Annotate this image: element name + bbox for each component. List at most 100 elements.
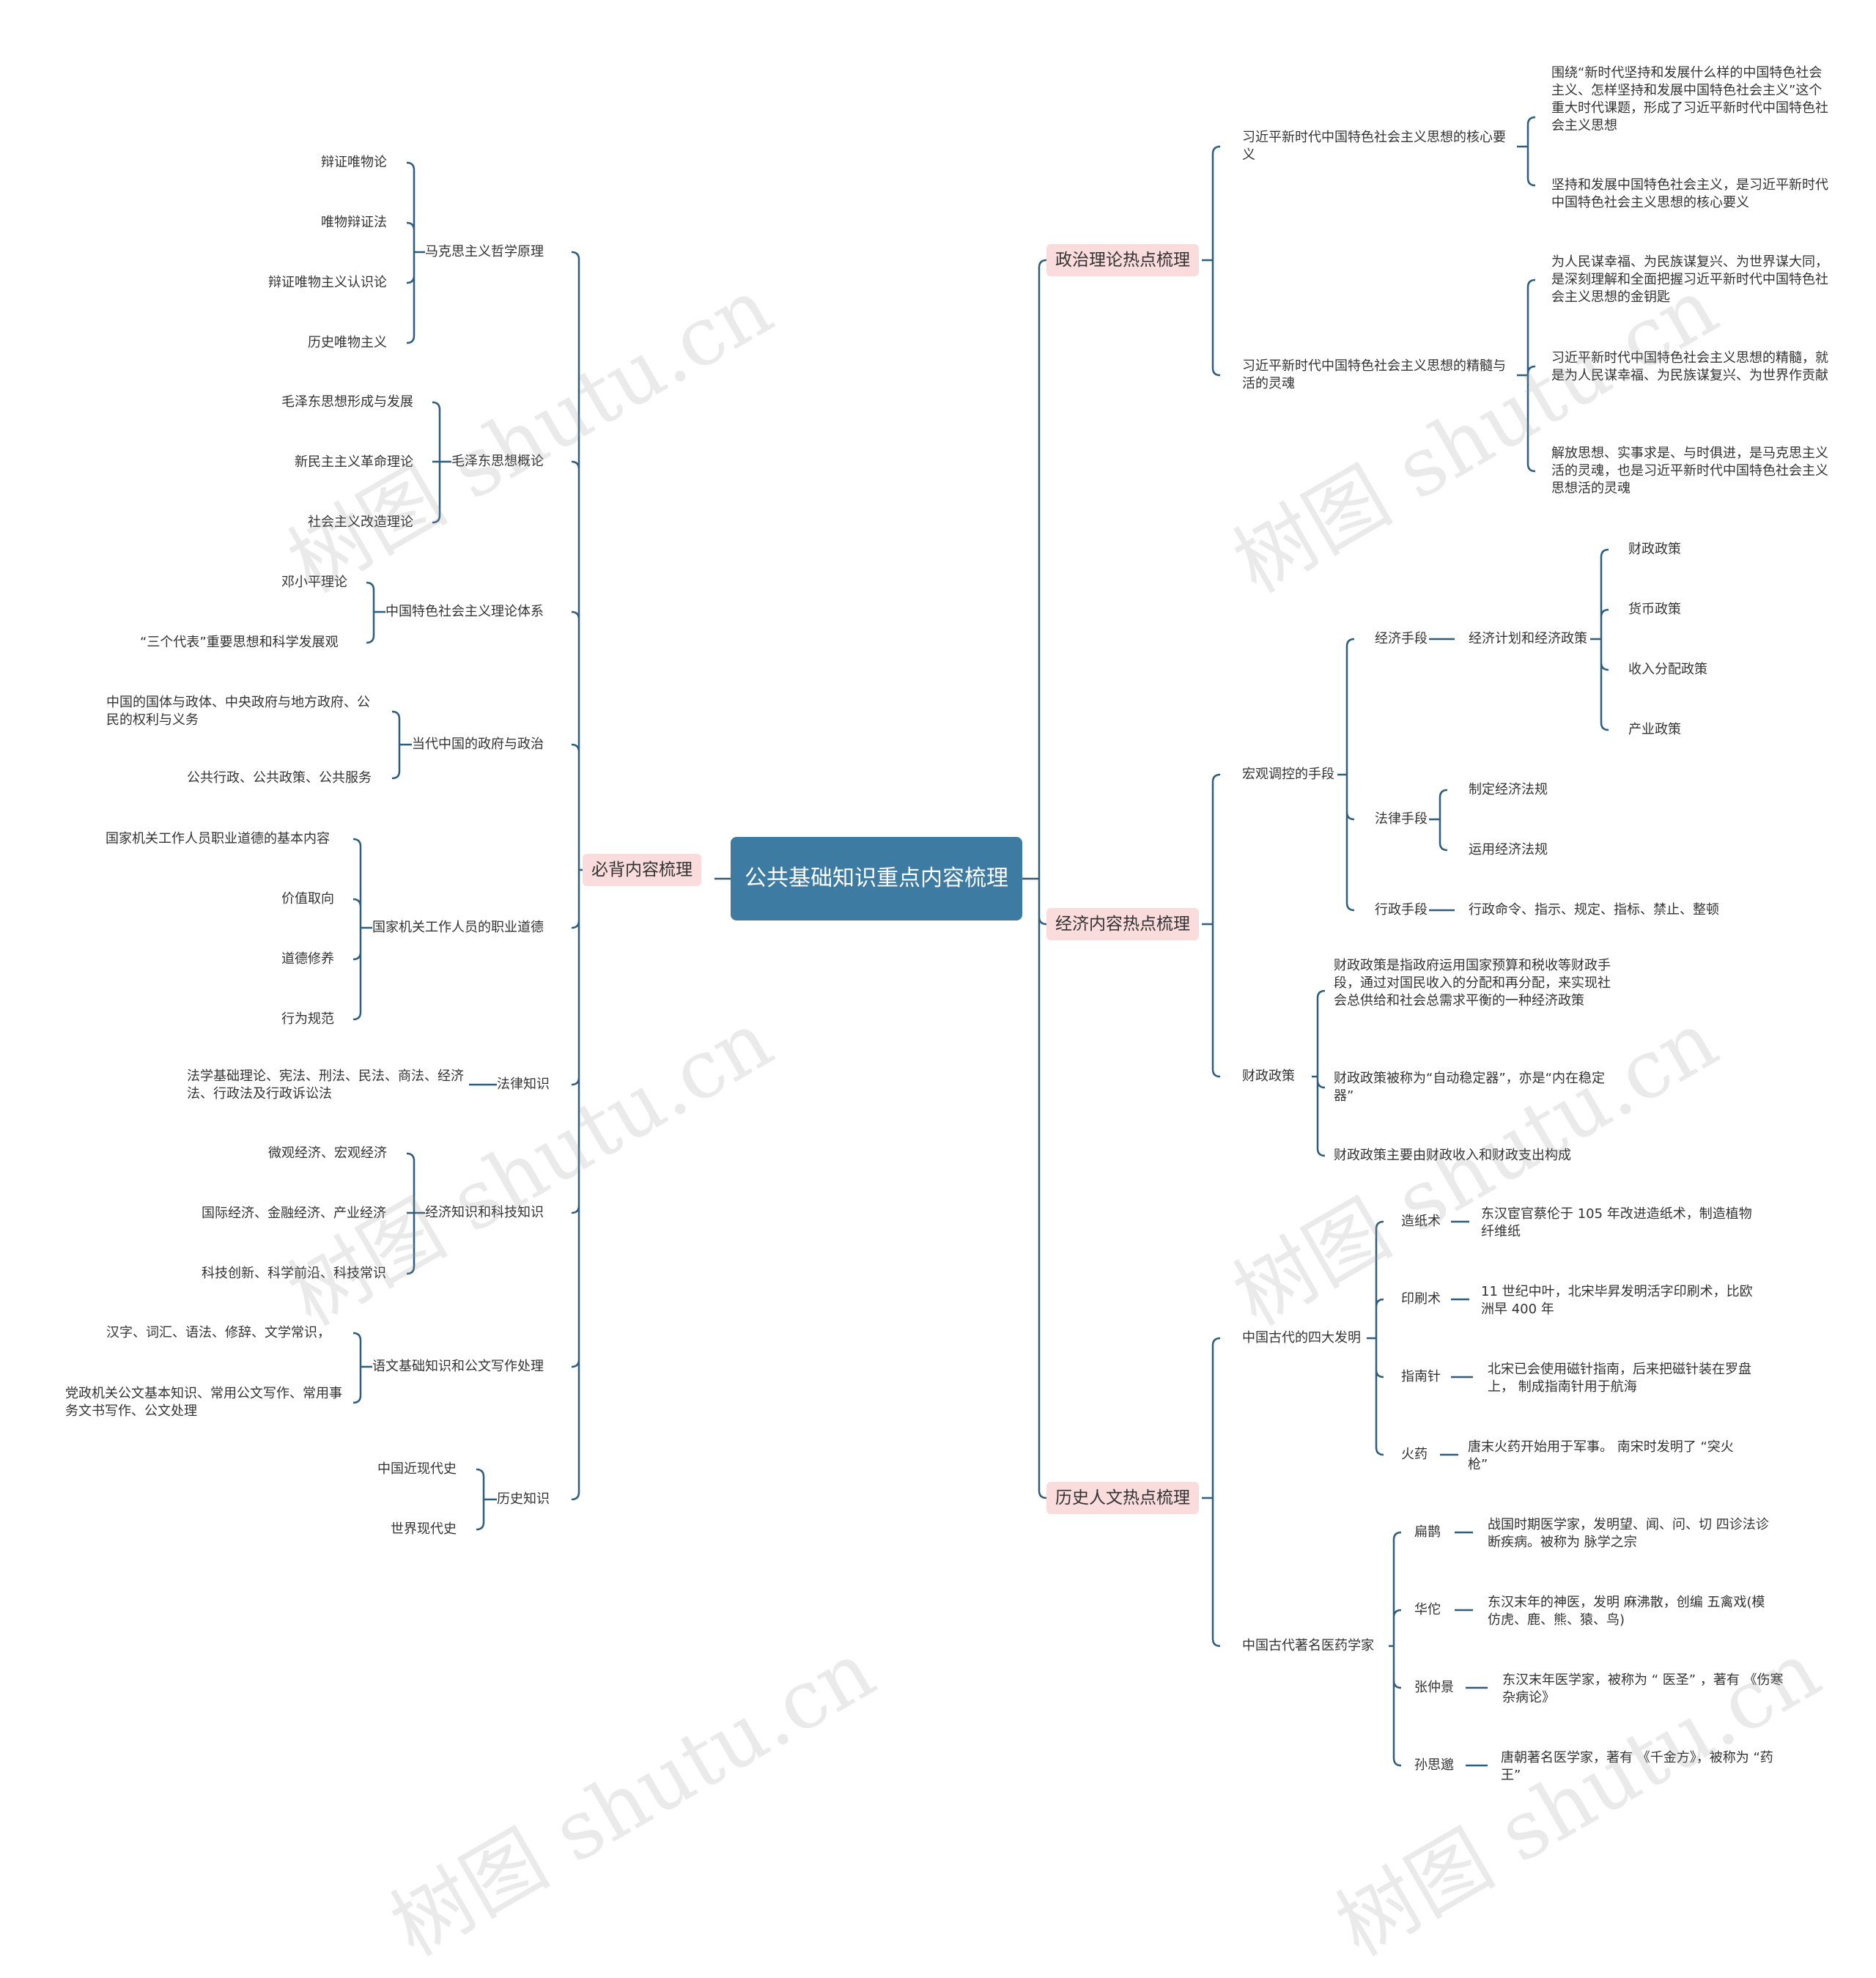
topic-economy-hotspots[interactable]: 经济内容热点梳理 (1046, 908, 1199, 940)
links-physicians (1389, 1531, 1402, 1767)
topic-chinese-writing[interactable]: 语文基础知识和公文写作处理 (372, 1359, 544, 1374)
topic-history-culture[interactable]: 历史人文热点梳理 (1046, 1482, 1199, 1514)
links-government (391, 710, 412, 780)
topic-zhang-zhongjing[interactable]: 张仲景 (1414, 1680, 1454, 1695)
leaf-public-administration[interactable]: 公共行政、公共政策、公共服务 (187, 770, 372, 786)
leaf-hua-tuo[interactable]: 东汉末年的神医，发明 麻沸散，创编 五禽戏(模仿虎、鹿、熊、猿、鸟) (1488, 1595, 1765, 1628)
leaf-official-documents[interactable]: 党政机关公文基本知识、常用公文写作、常用事务文书写作、公文处理 (65, 1386, 342, 1419)
leaf-socialist-transformation[interactable]: 社会主义改造理论 (308, 514, 413, 530)
topic-four-inventions[interactable]: 中国古代的四大发明 (1242, 1330, 1361, 1346)
leaf-materialist-dialectics[interactable]: 唯物辩证法 (321, 215, 387, 230)
links-political (1202, 145, 1221, 377)
links-mao (432, 401, 451, 524)
links-economy (406, 1152, 425, 1275)
topic-economy-technology[interactable]: 经济知识和科技知识 (425, 1205, 544, 1220)
topic-economic-plan-policy[interactable]: 经济计划和经济政策 (1469, 631, 1587, 646)
links-legal (1429, 789, 1448, 852)
leaf-administrative-orders[interactable]: 行政命令、指示、规定、指标、禁止、整顿 (1469, 902, 1719, 918)
connector-lines (352, 116, 1609, 1767)
leaf-tech-innovation[interactable]: 科技创新、科学前沿、科技常识 (202, 1266, 386, 1281)
topic-professional-ethics[interactable]: 国家机关工作人员的职业道德 (372, 920, 544, 935)
leaf-value-orientation[interactable]: 价值取向 (281, 891, 334, 907)
topic-bian-que[interactable]: 扁鹊 (1414, 1524, 1441, 1540)
leaf-gunpowder[interactable]: 唐末火药开始用于军事。 南宋时发明了 “突火枪” (1468, 1439, 1734, 1472)
leaf-law-subjects[interactable]: 法学基础理论、宪法、刑法、民法、商法、经济法、行政法及行政诉讼法 (187, 1069, 464, 1101)
links-chinese (352, 1332, 372, 1404)
topic-sun-simiao[interactable]: 孙思邈 (1414, 1757, 1454, 1773)
topic-fiscal-policy[interactable]: 财政政策 (1242, 1069, 1295, 1084)
topic-marxist-philosophy[interactable]: 马克思主义哲学原理 (425, 244, 544, 259)
links-plan-policy (1590, 548, 1609, 731)
leaf-modern-world-history[interactable]: 世界现代史 (391, 1521, 457, 1537)
topic-must-memorize[interactable]: 必背内容梳理 (583, 854, 701, 886)
topic-gunpowder[interactable]: 火药 (1401, 1447, 1428, 1462)
topic-famous-physicians[interactable]: 中国古代著名医药学家 (1242, 1638, 1374, 1653)
topic-papermaking[interactable]: 造纸术 (1401, 1214, 1441, 1229)
topic-economic-means[interactable]: 经济手段 (1375, 631, 1428, 646)
leaf-papermaking[interactable]: 东汉宦官蔡伦于 105 年改进造纸术，制造植物纤维纸 (1481, 1206, 1752, 1239)
leaf-state-system[interactable]: 中国的国体与政体、中央政府与地方政府、公民的权利与义务 (106, 695, 370, 728)
links-quintessence (1517, 278, 1536, 473)
leaf-three-represents[interactable]: “三个代表”重要思想和科学发展观 (140, 635, 339, 650)
links-macro (1337, 638, 1355, 912)
root-links-right (1022, 259, 1047, 1499)
leaf-ethics-basics[interactable]: 国家机关工作人员职业道德的基本内容 (106, 831, 330, 846)
topic-legal-means[interactable]: 法律手段 (1375, 811, 1428, 827)
leaf-modern-chinese-history[interactable]: 中国近现代史 (377, 1461, 457, 1477)
leaf-zhang-zhongjing[interactable]: 东汉末年医学家，被称为 “ 医圣” ，著有 《伤寒杂病论》 (1502, 1672, 1784, 1705)
topic-hua-tuo[interactable]: 华佗 (1414, 1602, 1441, 1617)
links-history-hot (1202, 1337, 1221, 1647)
topic-core-essence[interactable]: 习近平新时代中国特色社会主义思想的核心要义 (1242, 130, 1506, 163)
topic-printing[interactable]: 印刷术 (1401, 1291, 1441, 1307)
leaf-quintessence-1[interactable]: 为人民谋幸福、为民族谋复兴、为世界谋大同，是深刻理解和全面把握习近平新时代中国特… (1551, 254, 1828, 305)
topic-law-knowledge[interactable]: 法律知识 (497, 1077, 550, 1092)
leaf-quintessence-3[interactable]: 解放思想、实事求是、与时俱进，是马克思主义活的灵魂，也是习近平新时代中国特色社会… (1551, 446, 1828, 496)
links-inventions (1367, 1220, 1384, 1456)
leaf-fiscal-composition[interactable]: 财政政策主要由财政收入和财政支出构成 (1334, 1148, 1571, 1163)
leaf-monetary-policy[interactable]: 货币政策 (1628, 602, 1681, 617)
topic-administrative-means[interactable]: 行政手段 (1375, 902, 1428, 918)
links-economy-hot (1202, 773, 1221, 1078)
leaf-chinese-basics[interactable]: 汉字、词汇、语法、修辞、文学常识， (106, 1325, 330, 1340)
leaf-dialectical-materialism[interactable]: 辩证唯物论 (321, 155, 387, 170)
leaf-compass[interactable]: 北宋已会使用磁针指南，后来把磁针装在罗盘上， 制成指南针用于航海 (1488, 1362, 1751, 1395)
leaf-core-2[interactable]: 坚持和发展中国特色社会主义，是习近平新时代中国特色社会主义思想的核心要义 (1551, 177, 1828, 210)
leaf-micro-macro-economics[interactable]: 微观经济、宏观经济 (268, 1145, 387, 1161)
leaf-epistemology[interactable]: 辩证唯物主义认识论 (268, 275, 387, 290)
links-history (476, 1468, 497, 1531)
leaf-fiscal-policy[interactable]: 财政政策 (1628, 542, 1681, 557)
root-topic[interactable]: 公共基础知识重点内容梳理 (731, 837, 1022, 920)
topic-contemporary-government[interactable]: 当代中国的政府与政治 (412, 737, 544, 752)
leaf-fiscal-definition[interactable]: 财政政策是指政府运用国家预算和税收等财政手段，通过对国民收入的分配和再分配，来实… (1334, 958, 1611, 1008)
leaf-core-1[interactable]: 围绕“新时代坚持和发展什么样的中国特色社会主义、怎样坚持和发展中国特色社会主义”… (1551, 65, 1828, 133)
leaf-new-democratic-revolution[interactable]: 新民主主义革命理论 (295, 454, 413, 470)
leaf-bian-que[interactable]: 战国时期医学家，发明望、闻、问、切 四诊法诊断疾病。被称为 脉学之宗 (1488, 1517, 1769, 1550)
leaf-apply-regulations[interactable]: 运用经济法规 (1469, 842, 1548, 857)
leaf-industrial-policy[interactable]: 产业政策 (1628, 722, 1681, 737)
leaf-printing[interactable]: 11 世纪中叶，北宋毕昇发明活字印刷术，比欧洲早 400 年 (1481, 1284, 1753, 1317)
links-must-memorize (571, 251, 583, 1501)
leaf-fiscal-stabilizer[interactable]: 财政政策被称为“自动稳定器”，亦是“内在稳定器” (1334, 1071, 1605, 1104)
topic-socialism-theory[interactable]: 中国特色社会主义理论体系 (385, 604, 544, 619)
leaf-mao-formation[interactable]: 毛泽东思想形成与发展 (281, 394, 413, 410)
links-marxism (406, 161, 425, 344)
leaf-international-finance[interactable]: 国际经济、金融经济、产业经济 (202, 1206, 386, 1221)
topic-macro-control[interactable]: 宏观调控的手段 (1242, 767, 1334, 782)
topic-political-theory[interactable]: 政治理论热点梳理 (1046, 244, 1199, 276)
leaf-moral-cultivation[interactable]: 道德修养 (281, 951, 334, 967)
leaf-income-policy[interactable]: 收入分配政策 (1628, 662, 1707, 677)
leaf-make-regulations[interactable]: 制定经济法规 (1469, 782, 1548, 797)
links-fiscal (1312, 989, 1326, 1157)
topic-mao-thought[interactable]: 毛泽东思想概论 (451, 454, 544, 469)
links-core (1517, 116, 1536, 187)
leaf-deng-theory[interactable]: 邓小平理论 (281, 575, 347, 590)
leaf-code-of-conduct[interactable]: 行为规范 (281, 1011, 334, 1027)
topic-compass[interactable]: 指南针 (1401, 1369, 1441, 1384)
leaf-quintessence-2[interactable]: 习近平新时代中国特色社会主义思想的精髓，就是为人民谋幸福、为民族谋复兴、为世界作… (1551, 350, 1828, 383)
topic-quintessence[interactable]: 习近平新时代中国特色社会主义思想的精髓与活的灵魂 (1242, 358, 1506, 391)
leaf-historical-materialism[interactable]: 历史唯物主义 (308, 335, 387, 350)
links-ethics (352, 838, 372, 1021)
leaf-sun-simiao[interactable]: 唐朝著名医学家，著有 《千金方》，被称为 “药王” (1501, 1750, 1773, 1783)
topic-history-knowledge[interactable]: 历史知识 (497, 1491, 550, 1507)
links-socialism (366, 581, 385, 644)
